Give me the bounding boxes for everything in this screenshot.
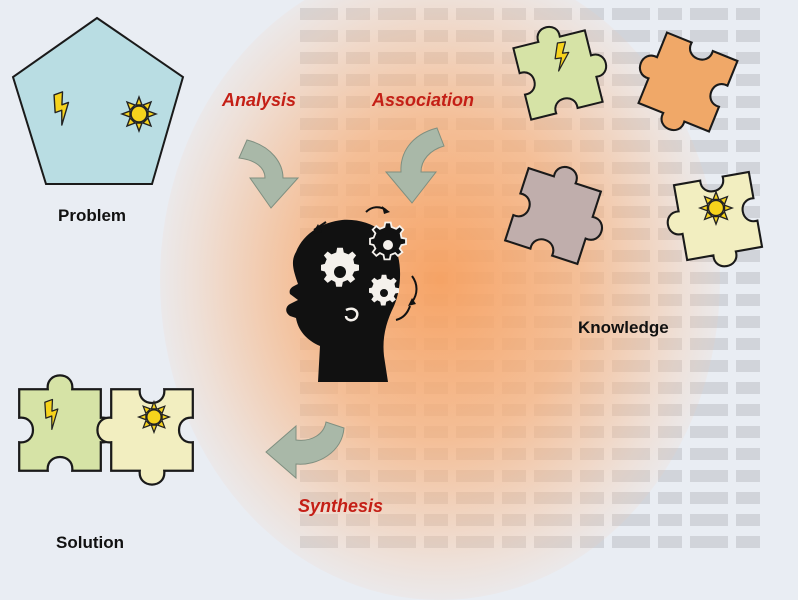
association-label: Association [372, 90, 475, 110]
knowledge-piece-mauve [504, 154, 619, 269]
solution-label: Solution [56, 533, 124, 552]
head-gears-icon [286, 206, 418, 382]
synthesis-arrow [265, 421, 345, 480]
knowledge-piece-cream [660, 170, 766, 276]
knowledge-label: Knowledge [578, 318, 669, 337]
knowledge-piece-green [509, 14, 616, 121]
sun-icon [699, 191, 733, 225]
problem-pentagon [11, 16, 185, 185]
diagram-canvas [11, 14, 766, 486]
analysis-arrow [238, 139, 300, 209]
background-glow [160, 0, 720, 600]
sun-icon [121, 96, 157, 132]
sun-icon [137, 400, 171, 434]
problem-label: Problem [58, 206, 127, 225]
solution-piece-cream [96, 388, 194, 486]
synthesis-label: Synthesis [298, 496, 384, 516]
association-arrow [384, 127, 445, 204]
analysis-label: Analysis [222, 90, 297, 110]
knowledge-piece-orange [620, 26, 739, 145]
